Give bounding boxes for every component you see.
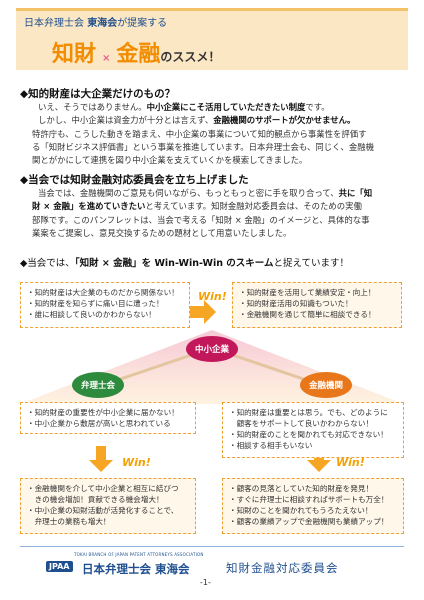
win-label-right: Win!: [336, 456, 365, 469]
sme-after-box: ・知的財産を活用して業績安定・向上！ ・知的財産活用の知識もついた！ ・金融機関…: [232, 282, 402, 328]
title-cross: ×: [102, 53, 111, 64]
title-chizai: 知財: [52, 42, 97, 67]
logo-badge: JPAA: [46, 561, 73, 572]
node-sme: 中小企業: [186, 336, 238, 362]
org-name: 日本弁理士会: [24, 18, 88, 29]
section1-body: いえ、そうではありません。中小企業にこそ活用していただきたい制度です。 しかし、…: [32, 102, 375, 166]
header-org: 日本弁理士会 東海会が提案する: [24, 14, 167, 29]
attorney-after-box: ・金融機関を介して中小企業と相互に結びつ きの機会増加！貢献できる機会増大！ ・…: [20, 478, 196, 534]
attorney-before-box: ・知的財産の重要性が中小企業に届かない！ ・中小企業から敷居が高いと思われている: [20, 402, 196, 434]
logo-name: 日本弁理士会 東海会: [82, 562, 190, 576]
org-suffix: が提案する: [117, 18, 168, 29]
scheme-heading: ◆当会では、「知財 × 金融」を Win-Win-Win のスキームと捉えていま…: [20, 258, 350, 269]
arrow-bank: [307, 446, 331, 472]
committee-name: 知財金融対応委員会: [226, 561, 339, 575]
header-stripe: [16, 8, 408, 11]
bank-before-box: ・知的財産は重要とは思う。でも、どのように 顧客をサポートして良いかわからない！…: [222, 402, 404, 458]
node-bank: 金融機関: [300, 372, 352, 398]
win-label-top: Win!: [198, 290, 227, 303]
footer-divider: [20, 546, 404, 547]
arrow-attorney: [89, 446, 113, 472]
title-suffix: のススメ！: [160, 50, 221, 64]
section2-heading: ◆当会では知財金融対応委員会を立ち上げました: [20, 174, 249, 186]
header-banner: [16, 8, 408, 70]
sme-before-box: ・知的財産は大企業のものだから関係ない！ ・知的財産を知らずに痛い目に遭った！ …: [20, 282, 190, 328]
section2-body: 当会では、金融機関のご意見も伺いながら、もっともっと密に手を取り合って、共に「知…: [32, 188, 373, 238]
node-attorney: 弁理士会: [72, 372, 124, 398]
org-branch: 東海会: [87, 18, 118, 29]
page-title: 知財 × 金融のススメ！: [52, 36, 220, 68]
logo-english: TOKAI BRANCH OF JAPAN PATENT ATTORNEYS A…: [74, 552, 204, 557]
page-number: -1-: [200, 578, 211, 587]
title-kinyu: 金融: [116, 42, 161, 67]
bank-after-box: ・顧客の見落としていた知的財産を発見！ ・すぐに弁理士に相談すればサポートも万全…: [222, 478, 404, 534]
section1-heading: ◆知的財産は大企業だけのもの？: [20, 88, 176, 100]
win-label-left: Win!: [122, 456, 151, 469]
